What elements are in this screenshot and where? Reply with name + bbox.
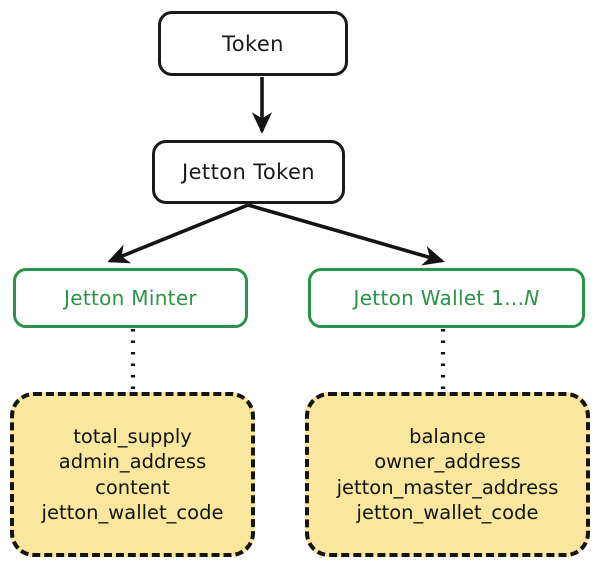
node-jetton-wallet[interactable]: Jetton Wallet 1...N xyxy=(308,268,585,328)
attribute-item: total_supply xyxy=(73,424,192,448)
node-jetton-minter-label: Jetton Minter xyxy=(64,286,197,310)
node-jetton-minter[interactable]: Jetton Minter xyxy=(13,268,248,328)
node-jetton-token[interactable]: Jetton Token xyxy=(152,140,345,204)
node-token[interactable]: Token xyxy=(158,11,348,76)
attribute-item: jetton_master_address xyxy=(336,475,559,499)
attribute-item: owner_address xyxy=(374,450,521,474)
node-jetton-minter-attributes[interactable]: total_supply admin_address content jetto… xyxy=(10,392,255,557)
node-jetton-wallet-label-suffix: N xyxy=(524,286,540,310)
node-jetton-wallet-label-prefix: Jetton Wallet 1... xyxy=(353,286,525,310)
node-jetton-wallet-attributes[interactable]: balance owner_address jetton_master_addr… xyxy=(305,392,590,557)
edge-jetton-token-to-jetton-minter xyxy=(107,203,249,264)
attribute-item: balance xyxy=(409,424,486,448)
attribute-item: content xyxy=(95,475,170,499)
node-jetton-token-label: Jetton Token xyxy=(182,160,315,184)
node-token-label: Token xyxy=(222,31,284,56)
attribute-item: jetton_wallet_code xyxy=(41,500,224,524)
edge-jetton-token-to-jetton-wallet xyxy=(247,203,445,266)
attribute-item: jetton_wallet_code xyxy=(356,500,539,524)
node-jetton-wallet-label: Jetton Wallet 1...N xyxy=(354,286,540,310)
attribute-item: admin_address xyxy=(58,450,207,474)
